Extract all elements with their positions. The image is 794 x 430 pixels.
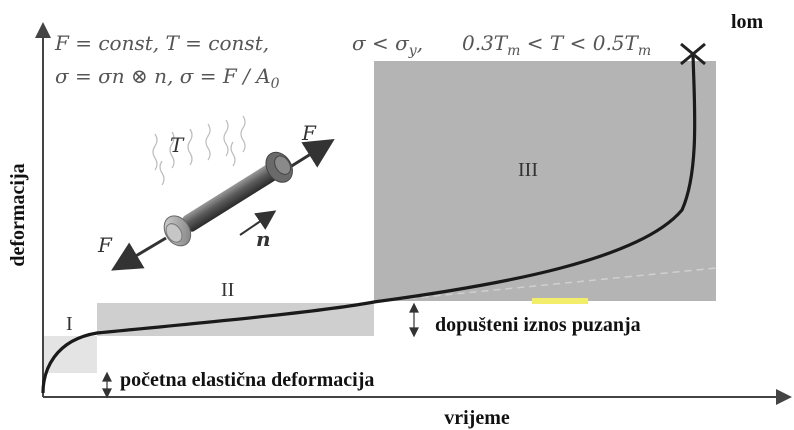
specimen-illustration: [111, 115, 335, 271]
creep-curve: [41, 52, 697, 394]
region-3-label: III: [518, 159, 538, 181]
normal-vector-arrow: [239, 210, 277, 236]
y-axis-label: deformacija: [7, 163, 29, 266]
formula-temperature-range: 0.3Tm < T < 0.5Tm: [462, 31, 651, 59]
heat-waves-icon: [152, 115, 246, 186]
formula-line-1: F = const, T = const,: [54, 31, 269, 55]
failure-label: lom: [731, 11, 764, 33]
force-label-upper: F: [301, 121, 317, 145]
normal-vector-label: n: [256, 227, 271, 251]
force-arrow-lower: [111, 236, 167, 271]
region-3-area: [374, 61, 716, 301]
highlight-mark: [532, 298, 588, 304]
force-label-lower: F: [97, 233, 113, 257]
region-2-label: II: [221, 279, 234, 301]
formula-condition: σ < σy,: [352, 31, 423, 59]
extrapolation-dashed-line: [373, 267, 717, 303]
region-1-label: I: [66, 313, 73, 335]
failure-cross-icon: [680, 42, 706, 66]
x-axis-label: vrijeme: [444, 407, 510, 429]
initial-elastic-label: početna elastična deformacija: [120, 369, 374, 391]
initial-elastic-indicator: [102, 371, 112, 399]
formula-line-2: σ = σn ⊗ n, σ = F / A0: [55, 64, 280, 92]
allowed-creep-label: dopušteni iznos puzanja: [435, 314, 641, 336]
temperature-label: T: [170, 133, 185, 157]
allowed-creep-indicator: [409, 302, 419, 338]
